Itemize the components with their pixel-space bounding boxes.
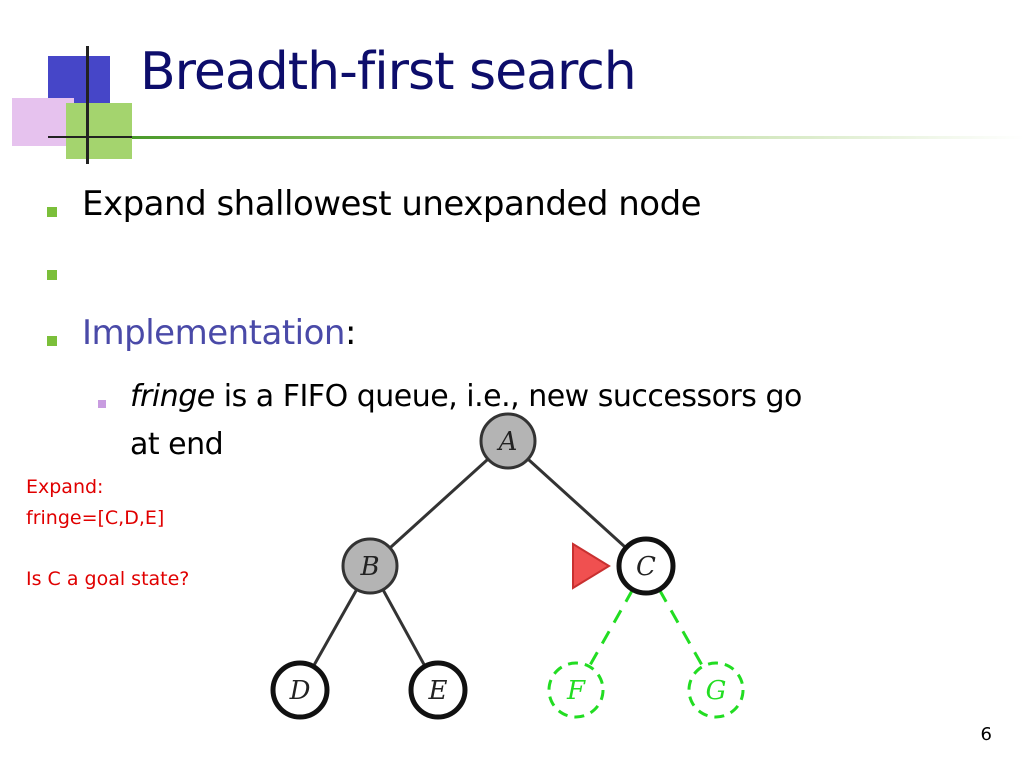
node-circle (479, 412, 537, 470)
edge-a-c (527, 458, 627, 549)
logo-vertical-line (86, 46, 89, 164)
corner-logo (0, 0, 160, 170)
current-node-marker-icon (572, 542, 611, 590)
node-label: C (636, 552, 656, 582)
sub-bullet-text: is a FIFO queue, i.e., new successors go (214, 379, 803, 414)
node-label: B (359, 552, 379, 582)
title-underline (132, 136, 1024, 139)
tree-node-f: F (547, 661, 605, 719)
note-line-3: Is C a goal state? (26, 568, 190, 590)
edge-c-f (587, 588, 635, 668)
logo-green-square (66, 103, 132, 159)
sub-bullet-line-1: fringe is a FIFO queue, i.e., new succes… (130, 379, 802, 414)
slide-title: Breadth-first search (140, 42, 637, 102)
node-label: E (428, 676, 448, 706)
highlight-text: Implementation (82, 313, 345, 353)
edge-b-d (311, 588, 359, 668)
fringe-term: fringe (130, 379, 215, 414)
logo-pink-square (12, 98, 74, 146)
bullet-text: Expand shallowest unexpanded node (82, 184, 702, 224)
tree-node-d: D (270, 660, 330, 720)
edge-b-e (381, 588, 427, 668)
note-line-1: Expand: (26, 476, 104, 498)
sub-bullet-line-2: at end (130, 427, 224, 462)
node-label: G (706, 676, 727, 706)
node-circle (547, 661, 605, 719)
node-label: F (566, 676, 586, 706)
bullet-marker (47, 336, 57, 346)
suffix-text: : (344, 313, 356, 353)
edge-c-g (657, 588, 705, 668)
tree-node-a: A (479, 412, 537, 470)
edge-a-b (389, 458, 489, 549)
node-label: D (289, 676, 311, 706)
tree-node-e: E (408, 660, 468, 720)
bullet-marker (47, 270, 57, 280)
page-number: 6 (980, 724, 992, 745)
logo-horizontal-line (48, 136, 138, 138)
note-line-2: fringe=[C,D,E] (26, 507, 165, 529)
sub-bullet-marker (98, 400, 106, 408)
bullet-text: Implementation: (82, 313, 356, 353)
tree-node-g: G (687, 661, 745, 719)
node-circle (687, 661, 745, 719)
node-circle (341, 537, 399, 595)
bullet-marker (47, 207, 57, 217)
node-circle (408, 660, 468, 720)
tree-node-b: B (341, 537, 399, 595)
tree-node-c: C (616, 536, 676, 596)
node-label: A (497, 427, 518, 457)
node-circle (616, 536, 676, 596)
node-circle (270, 660, 330, 720)
